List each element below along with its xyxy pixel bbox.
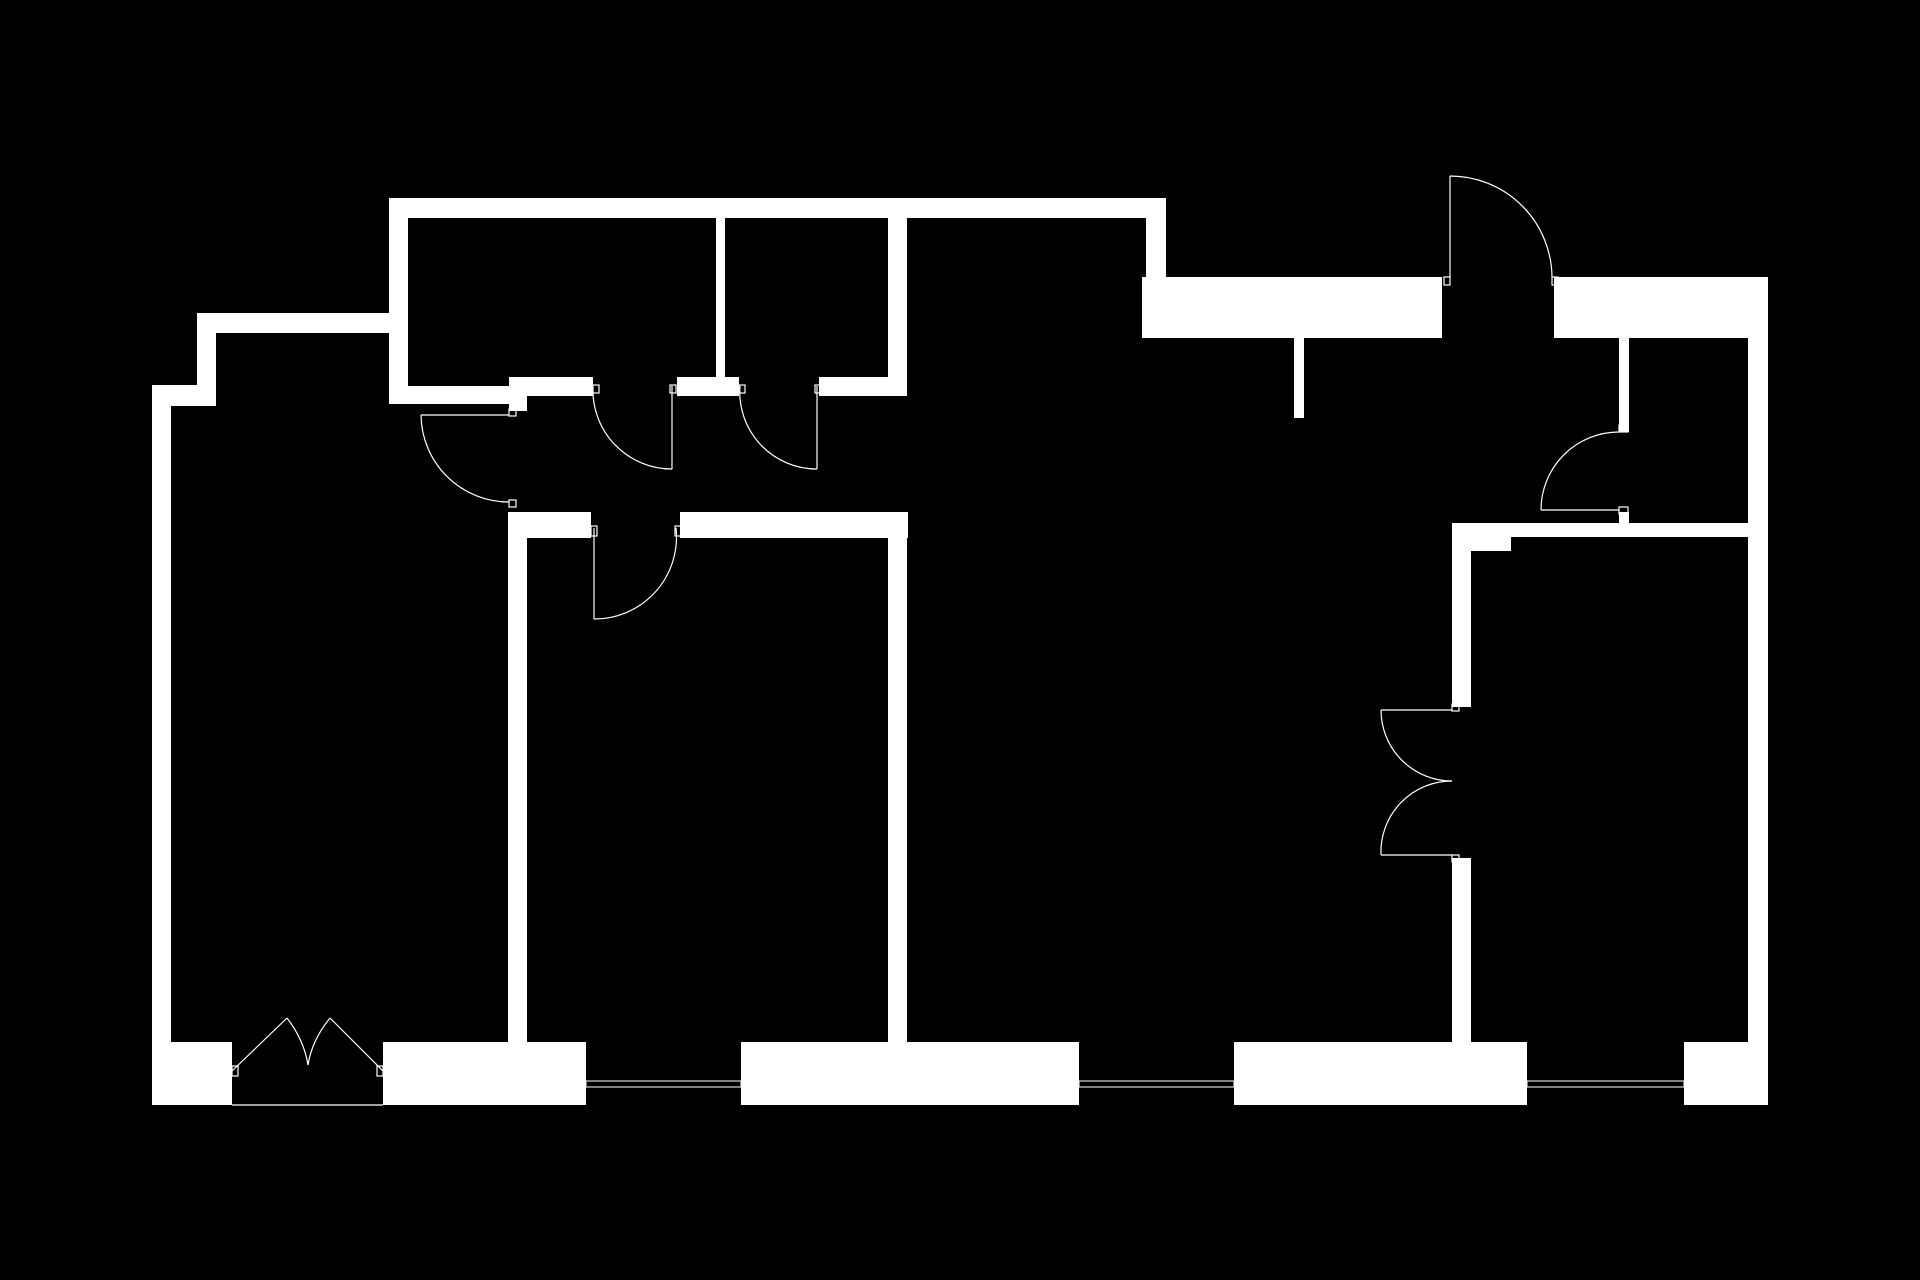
wall-utility-divider-2: [888, 218, 907, 396]
wall-stub: [1294, 330, 1304, 418]
door-swing-arc-icon[interactable]: [1443, 175, 1559, 286]
wall-corridor-top-b: [677, 377, 739, 396]
door-swing-arc-icon[interactable]: [420, 408, 517, 508]
wall-bottom-4: [1234, 1042, 1527, 1105]
wall-closet-bottom: [1452, 523, 1748, 537]
doors: [231, 175, 1629, 1106]
door-swing-arc-icon[interactable]: [738, 384, 822, 470]
wall-closet-nib: [1619, 512, 1629, 526]
double-door-swing-icon[interactable]: [1380, 703, 1460, 863]
wall-bedroom-right-corner: [1452, 523, 1511, 551]
wall-utility-bottom-left: [389, 386, 509, 404]
window-icon: [1078, 1042, 1235, 1105]
wall-top-right-b: [1554, 277, 1751, 338]
french-door-icon[interactable]: [231, 1017, 384, 1106]
wall-top-right-a: [1142, 277, 1442, 338]
wall-top-left-step: [197, 313, 390, 333]
wall-bedroom-right-lower: [1452, 858, 1471, 1043]
door-swing-arc-icon[interactable]: [592, 384, 677, 470]
windows: [585, 1042, 1685, 1105]
wall-corridor-top-a: [509, 377, 593, 396]
wall-bottom-1: [152, 1042, 232, 1105]
wall-left-exterior: [152, 385, 171, 1105]
walls: [152, 198, 1768, 1105]
wall-bedroom-middle-right: [888, 512, 907, 1042]
window-icon: [585, 1042, 742, 1105]
wall-bottom-5: [1684, 1042, 1768, 1105]
wall-utility-left: [389, 198, 408, 404]
wall-top-exterior: [389, 198, 1166, 218]
wall-closet-divider: [1619, 334, 1629, 432]
wall-utility-divider-1: [716, 218, 725, 388]
wall-bedroom-middle-left: [508, 512, 527, 1042]
wall-corridor-nib: [509, 377, 527, 411]
wall-bedroom-middle-top-right: [680, 512, 908, 538]
wall-corridor-top-c: [819, 377, 907, 396]
wall-bedroom-right-upper: [1452, 523, 1471, 707]
door-swing-arc-icon[interactable]: [590, 525, 682, 620]
door-swing-arc-icon[interactable]: [1540, 424, 1629, 515]
wall-right-exterior: [1748, 277, 1768, 1105]
wall-bottom-3: [741, 1042, 1079, 1105]
wall-step-vertical: [197, 313, 216, 406]
window-icon: [1526, 1042, 1685, 1105]
wall-bottom-2: [383, 1042, 586, 1105]
